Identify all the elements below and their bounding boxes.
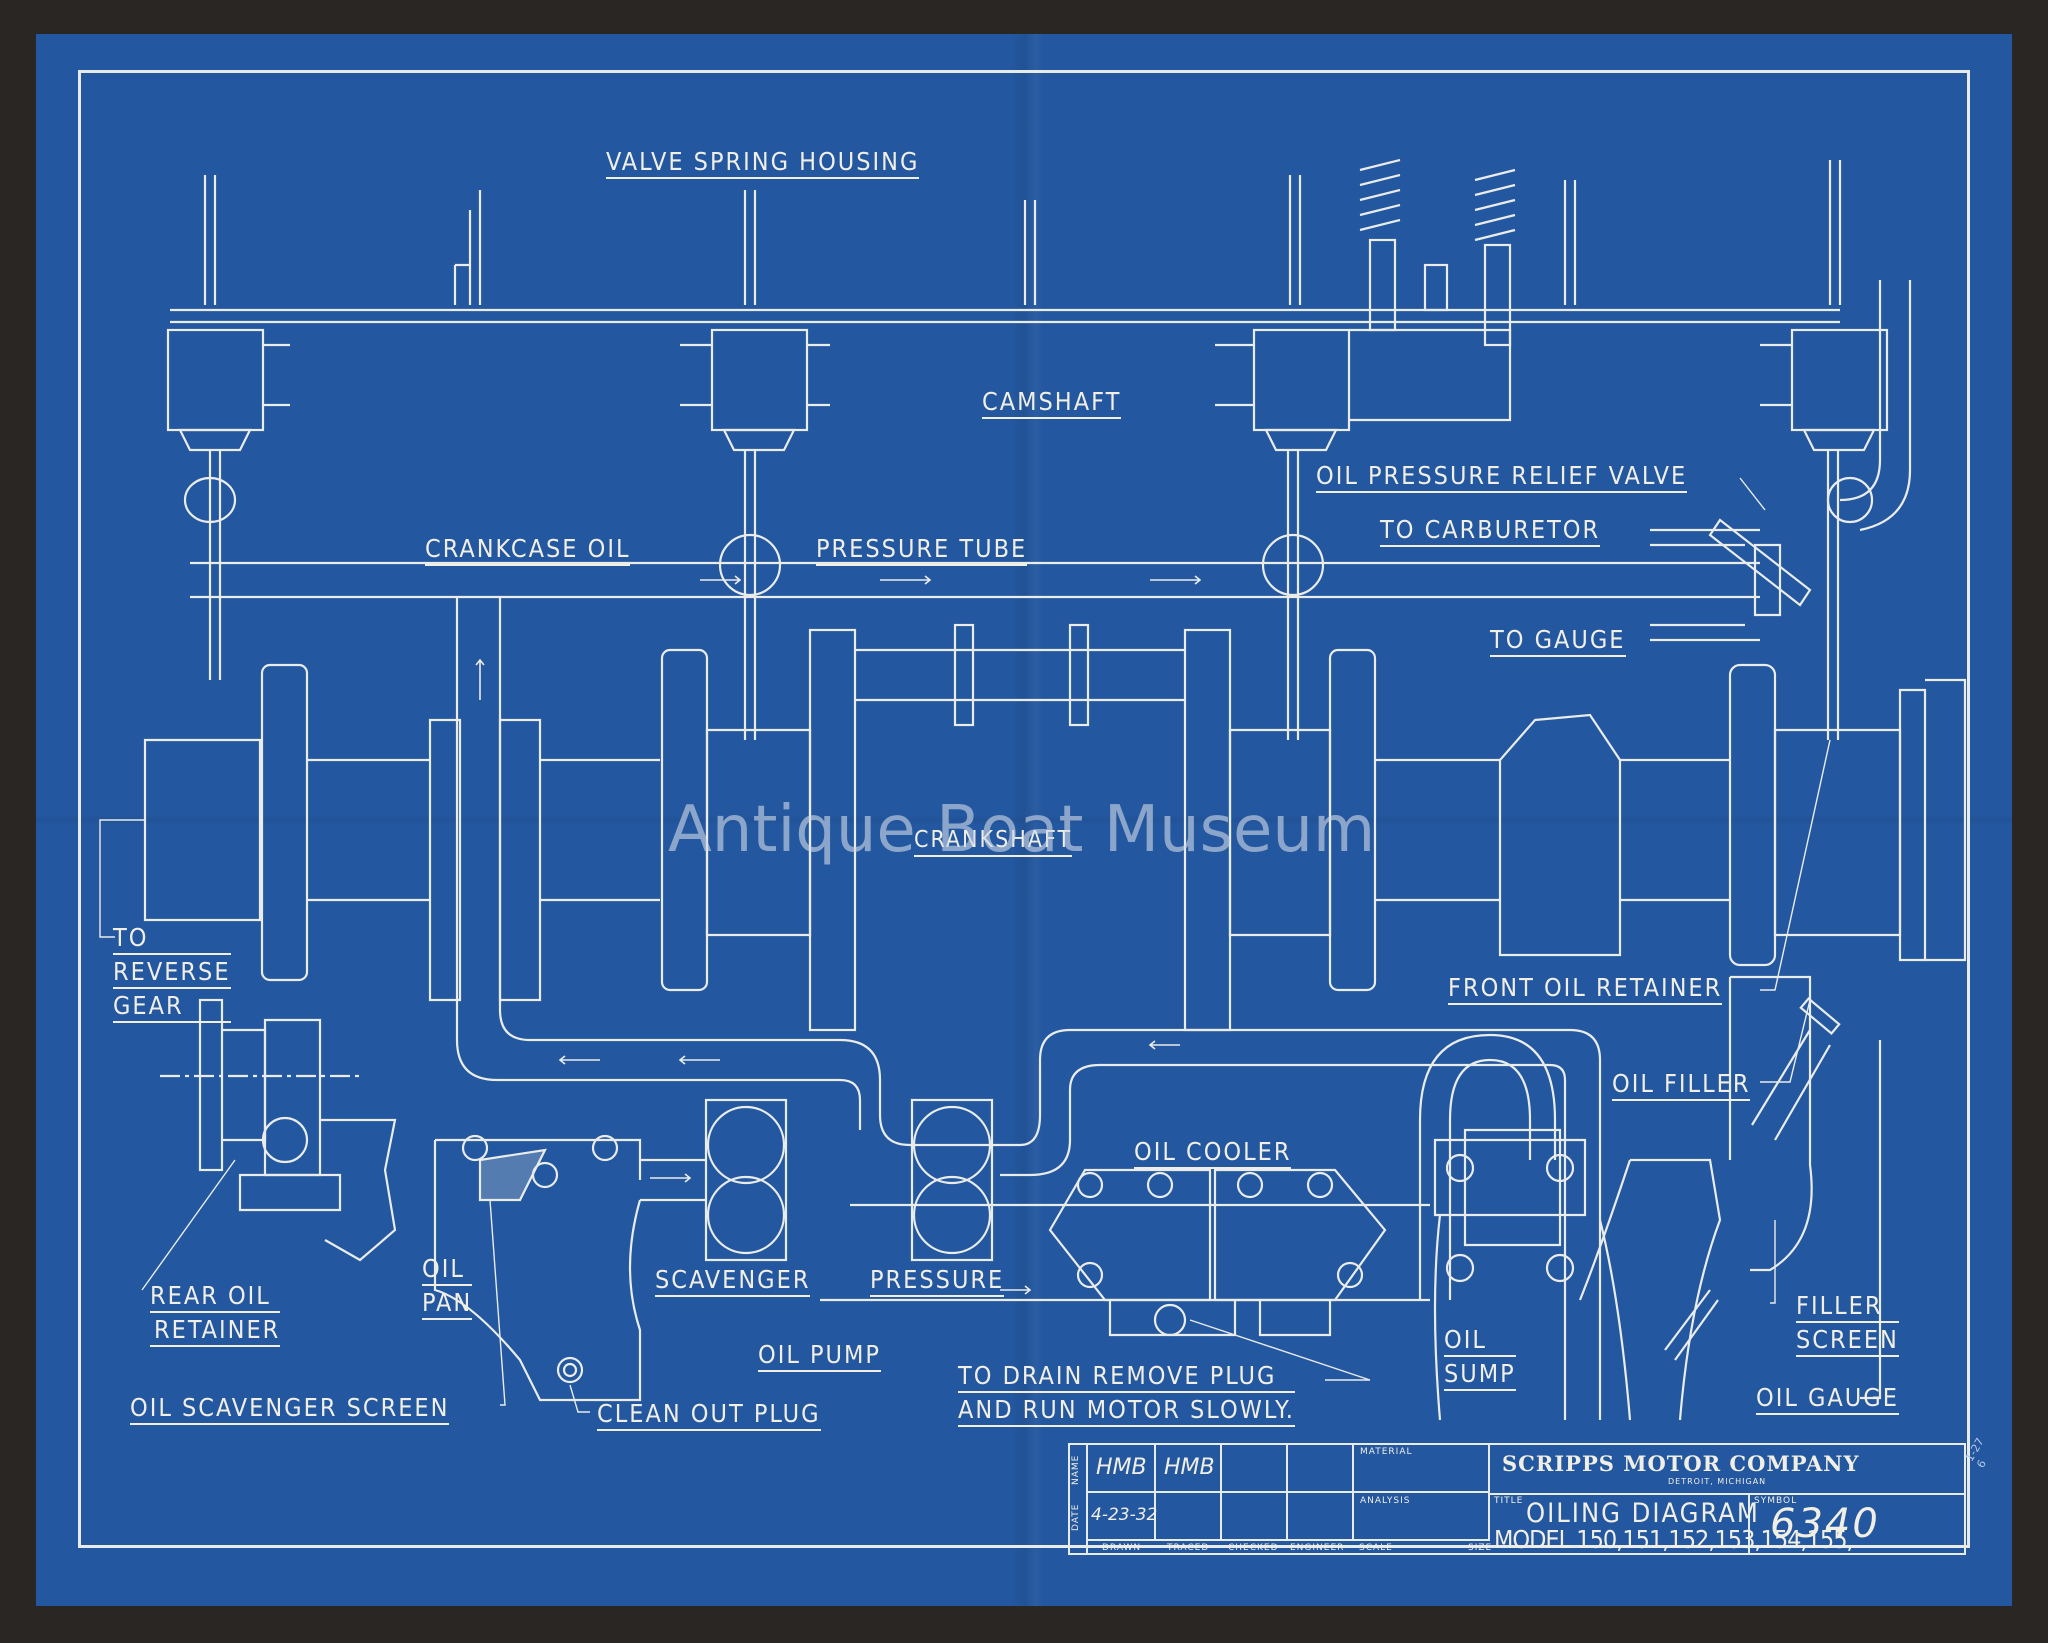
col-drawn: DRAWN xyxy=(1102,1543,1142,1553)
oil-sump xyxy=(1433,1128,1632,1421)
label-to-reverse-gear: TO REVERSE GEAR xyxy=(113,924,231,1026)
crankshaft xyxy=(143,623,1967,1032)
row-label-name: NAME xyxy=(1071,1454,1081,1485)
symbol-label: SYMBOL xyxy=(1754,1496,1798,1506)
watermark: Antique Boat Museum xyxy=(668,793,1376,867)
company-name: SCRIPPS MOTOR COMPANY xyxy=(1502,1451,1860,1476)
label-clean-out-plug: CLEAN OUT PLUG xyxy=(597,1400,821,1434)
valve-springs xyxy=(1359,158,1516,347)
label-filler-screen: FILLER SCREEN xyxy=(1796,1292,1899,1360)
leader-lines xyxy=(99,477,1831,1413)
pressure-tube xyxy=(183,280,1912,1082)
label-to-gauge: TO GAUGE xyxy=(1490,626,1626,660)
oil-return-pipes xyxy=(820,1028,1602,1420)
label-crankshaft: CRANKSHAFT xyxy=(914,826,1073,860)
company-location: DETROIT, MICHIGAN xyxy=(1668,1477,1767,1486)
label-to-drain: TO DRAIN REMOVE PLUG AND RUN MOTOR SLOWL… xyxy=(958,1362,1295,1430)
col-size: SIZE xyxy=(1468,1543,1493,1553)
label-front-oil-retainer: FRONT OIL RETAINER xyxy=(1448,974,1723,1008)
rear-oil-retainer xyxy=(160,998,397,1262)
oil-cooler xyxy=(1048,1168,1387,1337)
label-scavenger: SCAVENGER xyxy=(655,1266,811,1300)
label-oil-gauge: OIL GAUGE xyxy=(1756,1384,1899,1418)
drawing-title: OILING DIAGRAM xyxy=(1526,1498,1760,1529)
oil-filler xyxy=(1578,975,1882,1421)
oil-pump xyxy=(640,1098,994,1262)
drawing-border xyxy=(78,70,1970,1548)
flow-arrows xyxy=(475,575,1202,1295)
label-crankcase-oil: CRANKCASE OIL xyxy=(425,535,631,569)
label-rear-oil-retainer: REAR OIL RETAINER xyxy=(150,1282,281,1350)
label-oil-pan: OIL PAN xyxy=(422,1255,473,1323)
label-oil-cooler: OIL COOLER xyxy=(1134,1138,1292,1172)
label-oil-filler: OIL FILLER xyxy=(1612,1070,1751,1104)
label-camshaft: CAMSHAFT xyxy=(982,388,1122,422)
label-oil-pump: OIL PUMP xyxy=(758,1341,881,1375)
oil-pan xyxy=(433,1134,642,1402)
label-pressure-tube: PRESSURE TUBE xyxy=(816,535,1028,569)
col-traced: TRACED xyxy=(1167,1543,1210,1553)
col-checked: CHECKED xyxy=(1228,1543,1279,1553)
traced-name: HMB xyxy=(1164,1455,1215,1480)
label-to-carburetor: TO CARBURETOR xyxy=(1380,516,1601,550)
valve-spring-housing xyxy=(170,160,1842,324)
label-pressure: PRESSURE xyxy=(870,1266,1005,1300)
drawing-models: MODEL 150,151,152,153,154,155, xyxy=(1494,1525,1854,1554)
label-valve-spring-housing: VALVE SPRING HOUSING xyxy=(606,148,920,182)
analysis-label: ANALYSIS xyxy=(1360,1496,1411,1506)
drawn-date: 4-23-32 xyxy=(1091,1505,1158,1525)
label-oil-scavenger-screen: OIL SCAVENGER SCREEN xyxy=(130,1394,450,1428)
title-label: TITLE xyxy=(1494,1496,1524,1506)
label-oil-sump: OIL SUMP xyxy=(1444,1326,1516,1394)
col-engineer: ENGINEER xyxy=(1290,1543,1345,1553)
row-label-date: DATE xyxy=(1071,1503,1081,1531)
camshaft xyxy=(166,328,1889,452)
symbol-number: 6340 xyxy=(1770,1501,1880,1547)
label-oil-pressure-relief-valve: OIL PRESSURE RELIEF VALVE xyxy=(1316,462,1688,496)
title-block: NAME DATE HMB HMB 4-23-32 DRAWN TRACED C… xyxy=(1068,1443,1966,1555)
col-scale: SCALE xyxy=(1359,1543,1393,1553)
material-label: MATERIAL xyxy=(1360,1447,1413,1457)
drawn-name: HMB xyxy=(1096,1455,1147,1480)
